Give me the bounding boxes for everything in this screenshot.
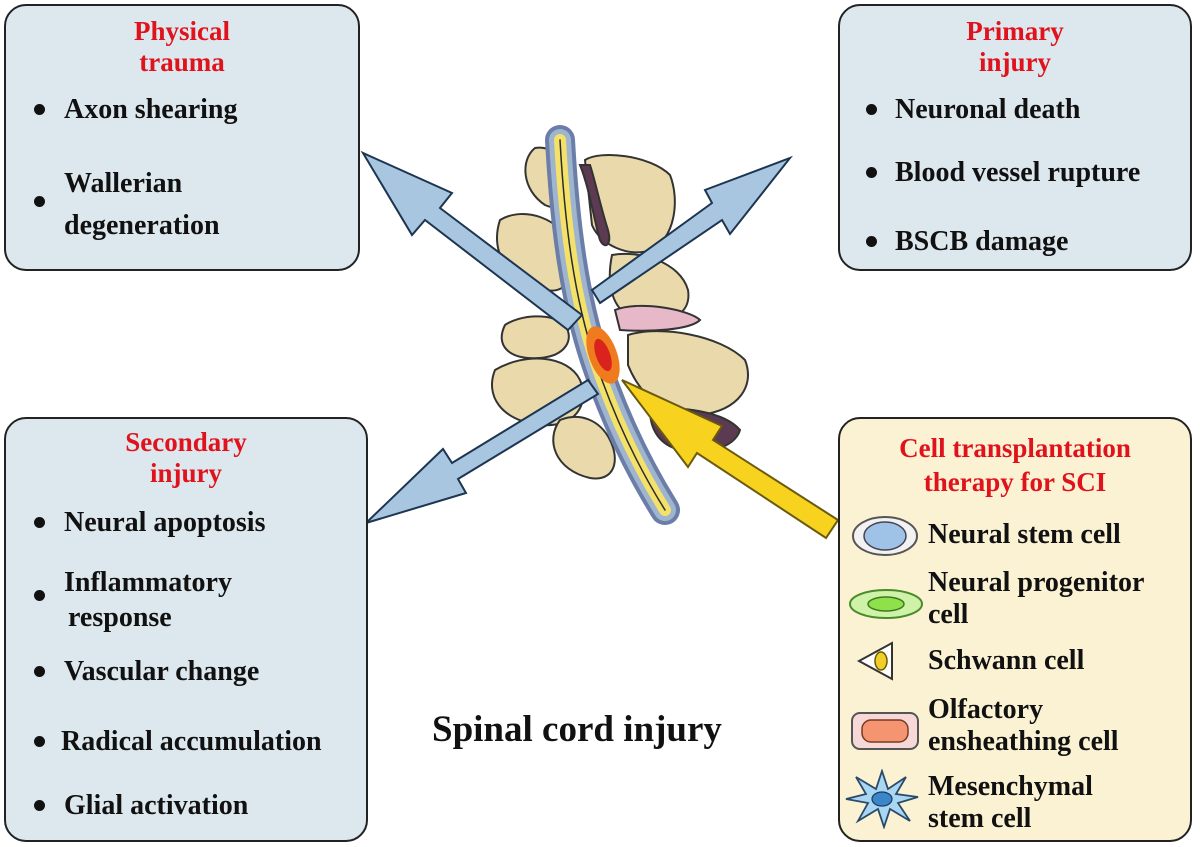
panel-primary-injury: Primary injury Neuronal death Blood vess… xyxy=(838,4,1192,271)
panel-title: Secondary injury xyxy=(6,427,366,489)
list-item: Neuronal death xyxy=(895,92,1080,127)
title-line: injury xyxy=(978,47,1051,77)
bullet-icon xyxy=(34,666,45,677)
cell-name: stem cell xyxy=(928,803,1032,834)
item-text: Neural apoptosis xyxy=(64,507,266,538)
neural-stem-cell-icon xyxy=(852,516,918,556)
panel-physical-trauma: Physical trauma Axon shearing Wallerian … xyxy=(4,4,360,271)
bullet-icon xyxy=(866,167,877,178)
title-line: therapy for SCI xyxy=(923,467,1107,497)
olfactory-ensheathing-cell-icon xyxy=(851,712,919,750)
bullet-icon xyxy=(34,590,45,601)
list-item: Neural apoptosis xyxy=(64,505,265,540)
panel-title: Physical trauma xyxy=(6,16,358,78)
item-text: Vascular change xyxy=(64,656,260,687)
panel-title: Primary injury xyxy=(840,16,1190,78)
item-text: Radical accumulation xyxy=(61,726,322,757)
bullet-icon xyxy=(866,236,877,247)
title-line: injury xyxy=(149,458,222,488)
schwann-cell-icon xyxy=(856,641,893,681)
mesenchymal-stem-cell-icon xyxy=(845,769,919,829)
cell-label: Schwann cell xyxy=(928,645,1084,677)
list-item: BSCB damage xyxy=(895,224,1068,259)
diagram-title: Spinal cord injury xyxy=(432,709,722,750)
item-text: response xyxy=(68,602,172,633)
cell-name: Olfactory xyxy=(928,694,1044,725)
item-text: degeneration xyxy=(64,210,220,241)
title-line: trauma xyxy=(139,47,225,77)
list-item: Vascular change xyxy=(64,654,259,689)
cell-label: Olfactory ensheathing cell xyxy=(928,694,1119,758)
title-line: Cell transplantation xyxy=(899,433,1131,463)
panel-title: Cell transplantation therapy for SCI xyxy=(840,431,1190,499)
item-text: Axon shearing xyxy=(64,94,238,125)
bullet-icon xyxy=(34,736,45,747)
cell-name: Schwann cell xyxy=(928,645,1085,676)
arrows xyxy=(360,150,840,540)
item-text: Wallerian xyxy=(64,168,183,199)
bullet-icon xyxy=(34,517,45,528)
list-item: Glial activation xyxy=(64,788,248,823)
list-item: Axon shearing xyxy=(64,92,237,127)
panel-secondary-injury: Secondary injury Neural apoptosis Inflam… xyxy=(4,417,368,842)
panel-cell-therapy: Cell transplantation therapy for SCI Neu… xyxy=(838,417,1192,842)
cell-name: Neural stem cell xyxy=(928,519,1121,550)
arrow-from-cell-therapy xyxy=(621,379,840,540)
list-item: Blood vessel rupture xyxy=(895,155,1140,190)
item-text: Blood vessel rupture xyxy=(895,157,1141,188)
bullet-icon xyxy=(34,104,45,115)
cell-label: Neural stem cell xyxy=(928,519,1121,551)
list-item: Wallerian degeneration xyxy=(64,166,220,243)
title-line: Physical xyxy=(133,16,230,46)
bullet-icon xyxy=(34,800,45,811)
list-item: Radical accumulation xyxy=(61,724,322,759)
item-text: Neuronal death xyxy=(895,94,1081,125)
cell-name: Neural progenitor xyxy=(928,567,1145,598)
neural-progenitor-cell-icon xyxy=(849,589,923,619)
item-text: Inflammatory xyxy=(64,567,232,598)
cell-name: cell xyxy=(928,599,969,630)
cell-name: ensheathing cell xyxy=(928,726,1119,757)
list-item: Inflammatory response xyxy=(64,565,232,635)
arrow-to-physical-trauma xyxy=(360,150,584,332)
title-line: Secondary xyxy=(125,427,247,457)
item-text: Glial activation xyxy=(64,790,249,821)
cell-name: Mesenchymal xyxy=(928,771,1093,802)
vertebrae-left xyxy=(491,146,616,480)
bullet-icon xyxy=(866,104,877,115)
item-text: BSCB damage xyxy=(895,226,1069,257)
cell-label: Mesenchymal stem cell xyxy=(928,771,1093,835)
title-line: Primary xyxy=(966,16,1064,46)
arrow-to-primary-injury xyxy=(590,155,794,305)
cell-label: Neural progenitor cell xyxy=(928,567,1144,631)
injury-site xyxy=(586,326,620,384)
bullet-icon xyxy=(34,196,45,207)
arrow-to-secondary-injury xyxy=(365,378,600,524)
